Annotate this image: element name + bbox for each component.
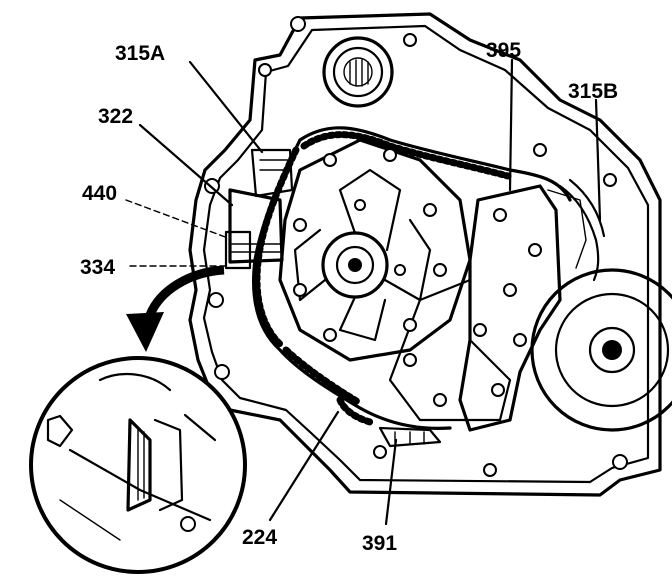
valve-body-gasket-chain [251,126,572,430]
wiring-harness [547,178,606,282]
center-hub-plate [278,138,472,362]
leader-224 [268,410,340,522]
leader-391 [384,438,398,526]
output-bearing [530,268,672,432]
leader-440 [125,199,229,239]
leader-315a [188,60,264,154]
callout-315b: 315B [568,80,618,103]
callout-395: 395 [486,39,521,62]
leader-315b [594,98,602,222]
curved-arrow-icon [126,265,225,352]
callout-322: 322 [98,105,133,128]
callout-334: 334 [80,256,115,279]
detail-inset [29,356,247,574]
callout-440: 440 [82,182,117,205]
callout-224: 224 [242,526,277,549]
callout-315a: 315A [115,42,165,65]
valve-body-plate [388,184,562,432]
leader-395 [508,58,514,192]
callout-391: 391 [362,532,397,555]
leader-lines [125,58,602,526]
leader-322 [138,123,234,207]
transmission-case [188,12,662,497]
solenoid-assembly [224,148,294,270]
input-shaft-seal [322,36,394,108]
lower-bracket [378,426,442,448]
